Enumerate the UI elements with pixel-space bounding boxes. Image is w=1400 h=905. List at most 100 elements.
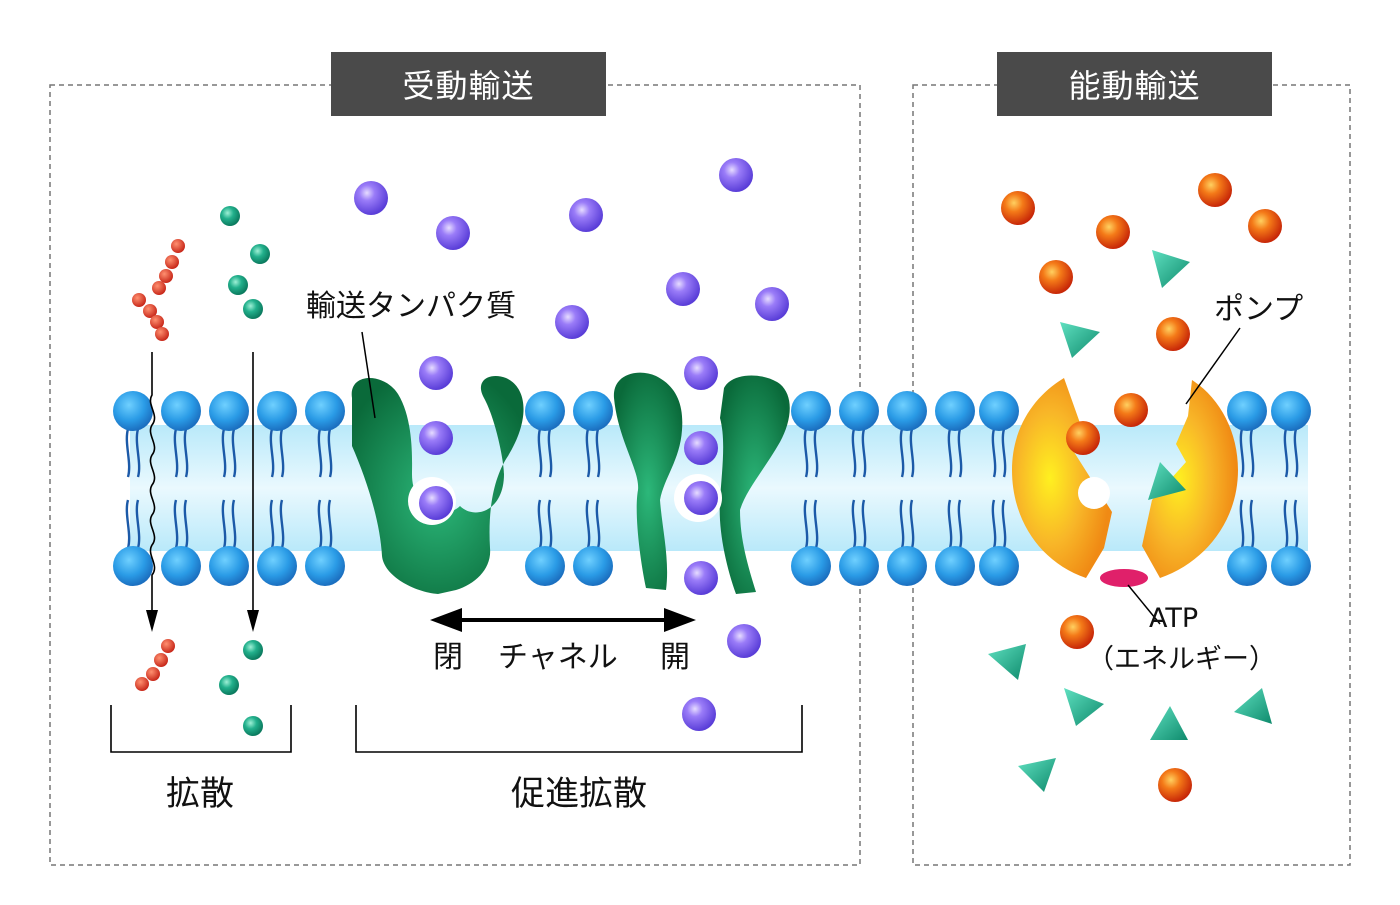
facilitated-diffusion-label: 促進拡散 bbox=[511, 774, 647, 814]
lipid-head bbox=[887, 546, 927, 586]
diffusion-bracket bbox=[110, 705, 292, 753]
lipid-tail bbox=[947, 428, 953, 478]
lipid-tail bbox=[851, 499, 857, 549]
lipid-head bbox=[113, 391, 153, 431]
lipid-head bbox=[935, 391, 975, 431]
lipid-tail bbox=[1293, 499, 1299, 549]
atp-energy-label: （エネルギー） bbox=[1087, 644, 1276, 675]
lipid-tail bbox=[991, 499, 997, 549]
atp-label: ATP bbox=[1149, 603, 1199, 634]
lipid-tail bbox=[909, 428, 915, 478]
lipid-head bbox=[791, 391, 831, 431]
lipid-tail bbox=[909, 499, 915, 549]
diffusion-label: 拡散 bbox=[166, 774, 234, 814]
lipid-tail bbox=[585, 428, 591, 478]
lipid-head bbox=[791, 546, 831, 586]
lipid-head bbox=[209, 391, 249, 431]
transport-protein-leader bbox=[361, 331, 376, 419]
lipid-tail bbox=[1283, 428, 1289, 478]
lipid-head bbox=[209, 546, 249, 586]
lipid-tail bbox=[861, 428, 867, 478]
carrier-protein bbox=[351, 376, 524, 594]
pump-right-half bbox=[1142, 380, 1238, 578]
channel-protein-left bbox=[613, 372, 683, 590]
lipid-tail bbox=[957, 428, 963, 478]
pump-leader bbox=[1185, 327, 1241, 405]
lipid-tail bbox=[595, 428, 601, 478]
lipid-tail bbox=[547, 499, 553, 549]
lipid-tail bbox=[803, 428, 809, 478]
lipid-head bbox=[161, 391, 201, 431]
lipid-tail bbox=[1239, 428, 1245, 478]
lipid-tail bbox=[317, 428, 323, 478]
lipid-tail bbox=[1249, 499, 1255, 549]
lipid-head bbox=[979, 391, 1019, 431]
lipid-head bbox=[1227, 546, 1267, 586]
lipid-tail bbox=[1239, 499, 1245, 549]
lipid-head bbox=[257, 546, 297, 586]
lipid-head bbox=[1271, 391, 1311, 431]
lipid-head bbox=[935, 546, 975, 586]
lipid-head bbox=[305, 546, 345, 586]
lipid-tail bbox=[173, 428, 179, 478]
lipid-tail bbox=[279, 499, 285, 549]
lipid-tail bbox=[813, 499, 819, 549]
teal-molecules-bottom bbox=[219, 640, 263, 736]
lipid-tail bbox=[537, 428, 543, 478]
lipid-tail bbox=[317, 499, 323, 549]
lipid-tail bbox=[269, 499, 275, 549]
lipid-head bbox=[161, 546, 201, 586]
passive-transport-header: 受動輸送 bbox=[331, 52, 606, 116]
purple-solutes bbox=[354, 158, 789, 731]
lipid-head bbox=[839, 391, 879, 431]
lipid-head bbox=[1227, 391, 1267, 431]
lipid-head bbox=[113, 546, 153, 586]
diffusion-arrow-red bbox=[149, 352, 156, 612]
lipid-tail bbox=[221, 428, 227, 478]
lipid-tail bbox=[269, 428, 275, 478]
lipid-tail bbox=[231, 499, 237, 549]
lipid-head bbox=[525, 546, 565, 586]
pump-left-half bbox=[1012, 378, 1112, 578]
lipid-tail bbox=[813, 428, 819, 478]
lipid-tail bbox=[585, 499, 591, 549]
lipid-tail bbox=[861, 499, 867, 549]
lipid-tail bbox=[957, 499, 963, 549]
active-transport-header: 能動輸送 bbox=[997, 52, 1272, 116]
transport-protein-label: 輸送タンパク質 bbox=[306, 289, 516, 324]
lipid-tail bbox=[899, 499, 905, 549]
lipid-head bbox=[979, 546, 1019, 586]
lipid-tail bbox=[173, 499, 179, 549]
facilitated-diffusion-bracket bbox=[355, 705, 803, 753]
lipid-tail bbox=[947, 499, 953, 549]
lipid-tail bbox=[231, 428, 237, 478]
lipid-tail bbox=[1001, 428, 1007, 478]
pump-binding-site bbox=[1078, 477, 1110, 509]
lipid-tail bbox=[547, 428, 553, 478]
lipid-tail bbox=[221, 499, 227, 549]
arrowhead-right-icon bbox=[664, 608, 696, 632]
orange-ions bbox=[1001, 173, 1282, 802]
lipid-tail bbox=[125, 428, 131, 478]
open-label: 開 bbox=[660, 640, 690, 675]
closed-label: 閉 bbox=[433, 640, 463, 675]
lipid-tail bbox=[899, 428, 905, 478]
phospholipid-layer bbox=[113, 391, 1311, 586]
red-molecules-bottom bbox=[135, 639, 175, 691]
lipid-tail bbox=[1293, 428, 1299, 478]
lipid-tail bbox=[279, 428, 285, 478]
teal-molecules-top bbox=[220, 206, 270, 319]
channel-protein-right bbox=[719, 375, 790, 594]
red-molecules-top bbox=[132, 239, 185, 341]
atp-site bbox=[1100, 569, 1148, 587]
lipid-tail bbox=[183, 499, 189, 549]
lipid-tail bbox=[1249, 428, 1255, 478]
lipid-tail bbox=[851, 428, 857, 478]
lipid-tail bbox=[125, 499, 131, 549]
lipid-tail bbox=[327, 428, 333, 478]
lipid-head bbox=[525, 391, 565, 431]
atp-leader bbox=[1127, 584, 1161, 625]
lipid-tail bbox=[1283, 499, 1289, 549]
arrowhead-icon bbox=[146, 610, 158, 632]
